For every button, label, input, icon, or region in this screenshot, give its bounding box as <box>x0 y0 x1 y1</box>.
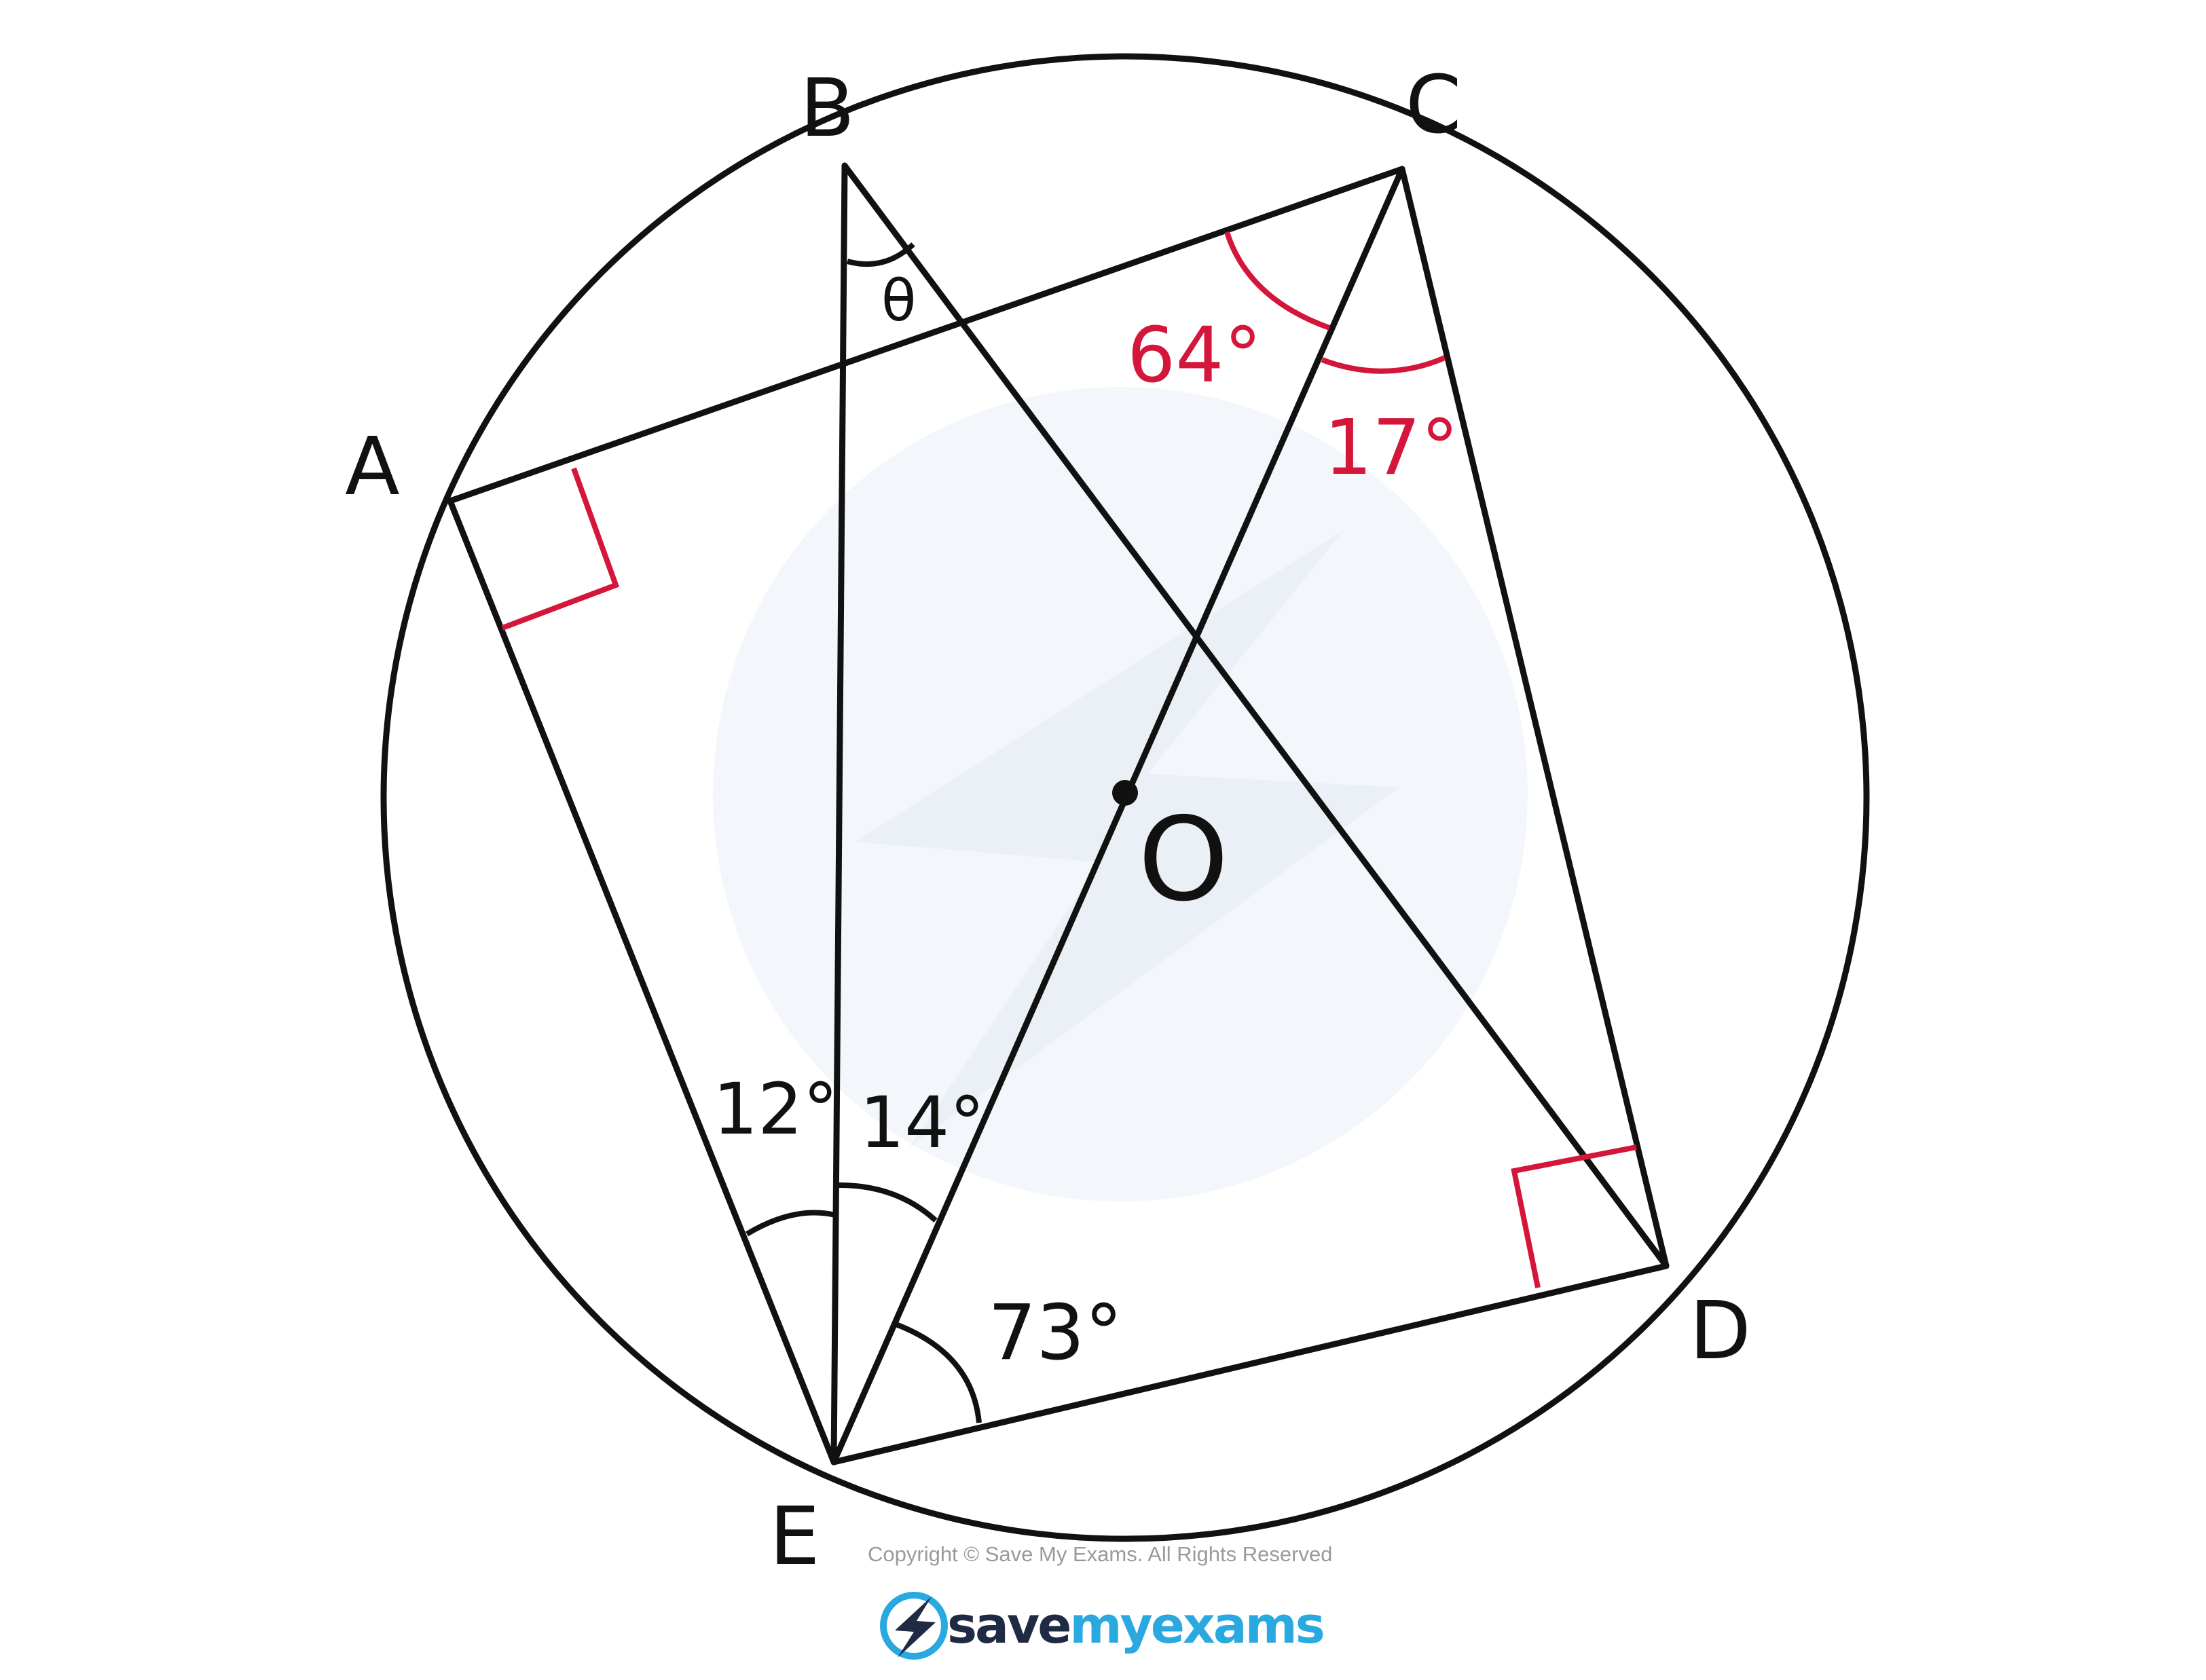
brand-exams: exams <box>1151 1597 1323 1655</box>
arc-aeb <box>745 1210 836 1237</box>
arc-17 <box>1321 355 1446 374</box>
lines <box>447 162 1670 1466</box>
black-angle-arcs <box>745 242 982 1423</box>
label-c: C <box>1405 58 1461 151</box>
label-o: O <box>1138 793 1229 927</box>
angle-17-label: 17° <box>1324 404 1459 492</box>
brand-logo: savemyexams <box>880 1592 1325 1660</box>
line-cd <box>1399 166 1670 1269</box>
point-labels: A B C D E O <box>345 58 1751 1583</box>
label-b: B <box>800 61 855 155</box>
line-ed <box>830 1263 1670 1466</box>
right-angle-a <box>501 467 620 631</box>
arc-beo <box>837 1182 938 1222</box>
arc-theta <box>846 242 915 267</box>
line-ac <box>447 166 1405 504</box>
label-a: A <box>345 419 400 513</box>
arc-ced <box>893 1321 982 1423</box>
brand-save: save <box>947 1597 1069 1655</box>
right-angle-d <box>1511 1144 1637 1288</box>
centre-point <box>1112 780 1138 806</box>
red-marks <box>501 231 1637 1288</box>
label-d: D <box>1689 1284 1751 1377</box>
line-ce <box>830 166 1405 1466</box>
lightning-bolt-icon <box>880 1592 948 1660</box>
copyright-text: Copyright © Save My Exams. All Rights Re… <box>868 1542 1332 1566</box>
line-be <box>830 162 848 1466</box>
angle-64-label: 64° <box>1127 312 1262 400</box>
brand-my: my <box>1069 1597 1152 1655</box>
line-ae <box>447 498 837 1466</box>
angle-73-label: 73° <box>988 1289 1123 1377</box>
angle-12-label: 12° <box>713 1068 838 1151</box>
angle-14-label: 14° <box>860 1081 985 1164</box>
angle-theta-label: θ <box>881 267 916 334</box>
line-bd <box>841 162 1670 1269</box>
circle <box>380 53 1870 1542</box>
arc-64 <box>1224 231 1331 331</box>
angle-labels: θ 64° 17° 12° 14° 73° <box>713 267 1459 1377</box>
svg-text:savemyexams: savemyexams <box>947 1597 1323 1655</box>
label-e: E <box>769 1489 820 1583</box>
